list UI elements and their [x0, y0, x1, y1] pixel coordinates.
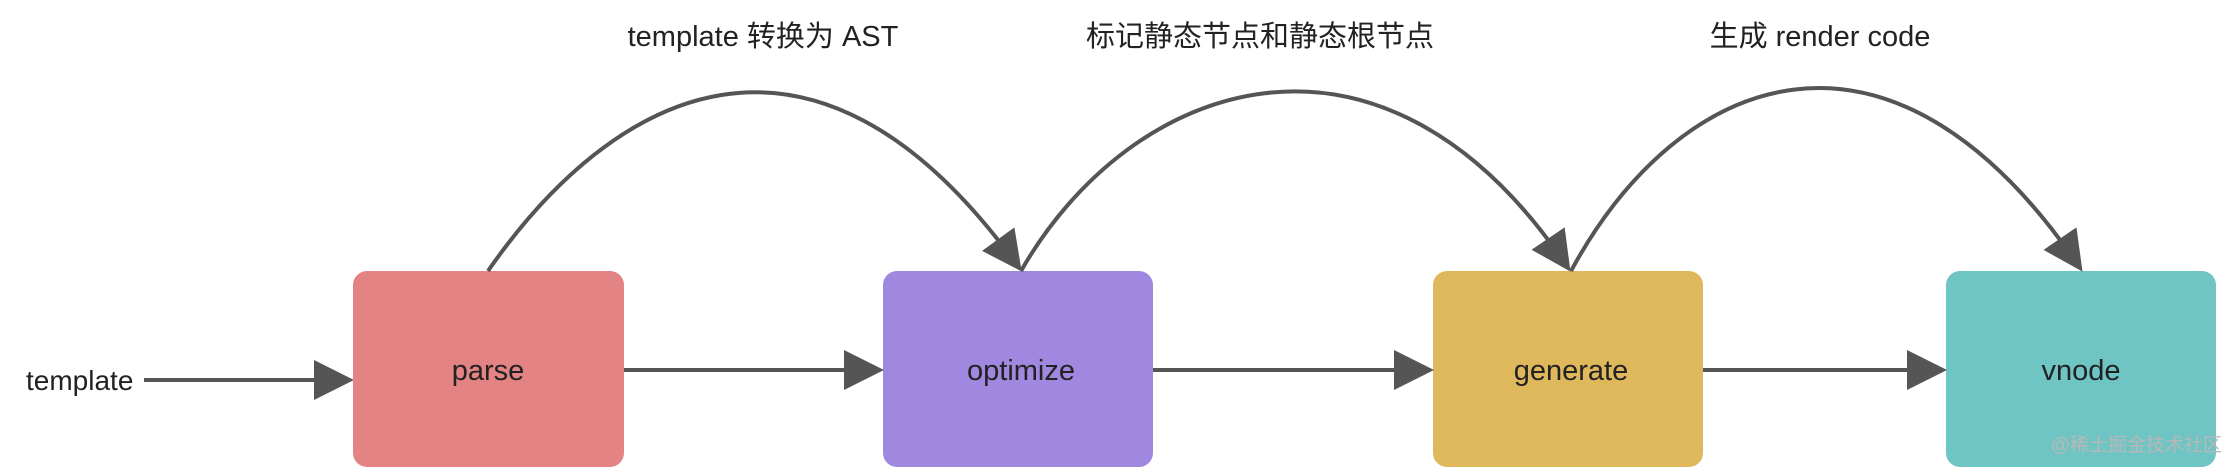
input-label: template: [26, 365, 133, 396]
generate-node: [1433, 271, 1703, 467]
arc-parse-to-optimize: [486, 90, 1022, 273]
arc-label-optimize: 标记静态节点和静态根节点: [1086, 20, 1434, 53]
arc-optimize-to-generate: [1019, 89, 1571, 272]
optimize-node-label: optimize: [967, 355, 1075, 387]
vnode-node-label: vnode: [2041, 355, 2120, 387]
vnode-node: [1946, 271, 2216, 467]
arc-generate-to-vnode: [1569, 86, 2083, 272]
watermark: @稀土掘金技术社区: [2051, 434, 2222, 456]
generate-node-label: generate: [1514, 355, 1629, 387]
parse-node-label: parse: [452, 355, 525, 387]
optimize-node: [883, 271, 1153, 467]
arc-label-generate: 生成 render code: [1710, 20, 1931, 53]
parse-node: [353, 271, 624, 467]
arc-label-parse: template 转换为 AST: [628, 20, 899, 53]
